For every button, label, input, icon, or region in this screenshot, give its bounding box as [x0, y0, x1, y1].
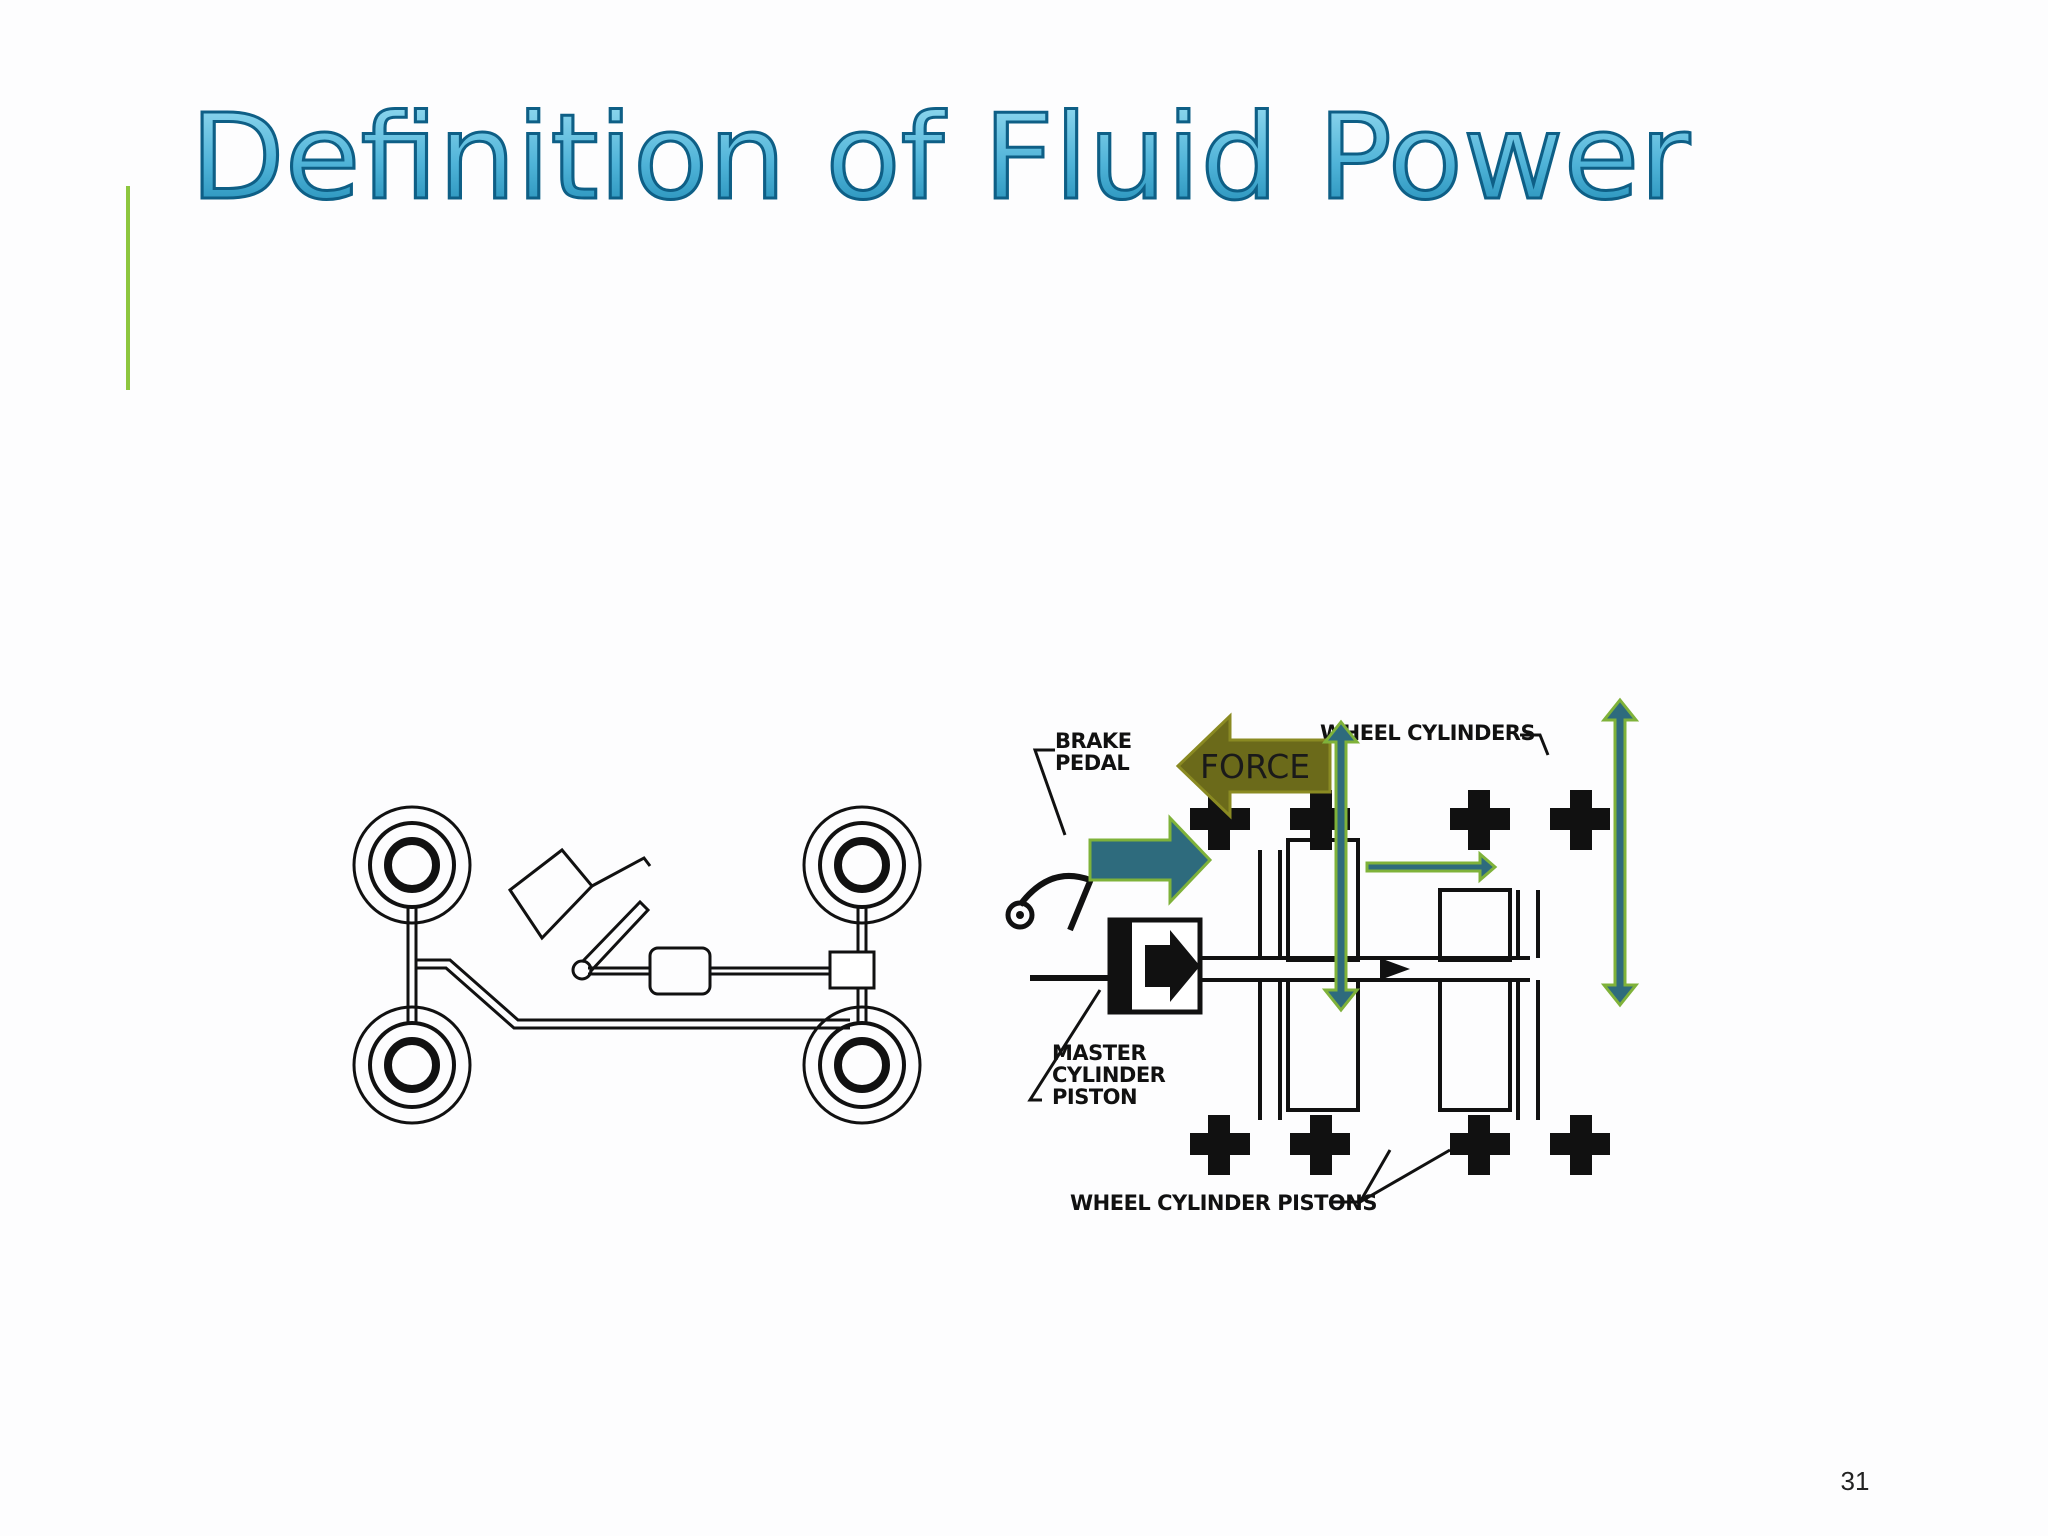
label-master-3: PISTON	[1052, 1085, 1137, 1109]
wheel-icon	[352, 805, 472, 925]
slide-title-graphic: Definition of Fluid Power	[189, 87, 1692, 228]
brake-system-diagram: BRAKE PEDAL WHEEL CYLINDERS MASTER CYLIN…	[330, 690, 1670, 1250]
vertical-flow-arrow-right	[1600, 697, 1640, 1008]
hydraulic-schematic: BRAKE PEDAL WHEEL CYLINDERS MASTER CYLIN…	[1005, 697, 1640, 1215]
wheel-cylinder-icon	[1450, 790, 1610, 850]
accent-bar	[126, 186, 130, 390]
brake-system-svg: BRAKE PEDAL WHEEL CYLINDERS MASTER CYLIN…	[352, 697, 1640, 1215]
force-arrow: FORCE	[1175, 712, 1332, 820]
title-block: Definition of Fluid Power	[189, 80, 1710, 230]
wheel-icon	[352, 1005, 472, 1125]
label-master-1: MASTER	[1052, 1041, 1146, 1065]
horizontal-flow-arrow	[1365, 850, 1498, 884]
label-brake-pedal-2: PEDAL	[1055, 751, 1129, 775]
pedal-push-arrow	[1088, 814, 1213, 906]
vertical-flow-arrow-left	[1321, 719, 1361, 1013]
wheel-icon	[802, 805, 922, 925]
slide-title: Definition of Fluid Power	[190, 88, 1690, 226]
force-label: FORCE	[1200, 747, 1310, 786]
brake-pedal-icon	[507, 847, 595, 941]
wheel-cylinder-icon	[1190, 1115, 1350, 1175]
master-cylinder-icon	[648, 946, 712, 996]
label-wheel-cylinder-pistons: WHEEL CYLINDER PISTONS	[1070, 1191, 1377, 1215]
wheel-cylinder-icon	[1450, 1115, 1610, 1175]
car-brake-layout	[352, 805, 922, 1125]
wheel-icon	[802, 1005, 922, 1125]
label-brake-pedal-1: BRAKE	[1055, 729, 1132, 753]
flow-arrows	[1088, 697, 1640, 1013]
page-number: 31	[1840, 1466, 1870, 1496]
label-master-2: CYLINDER	[1052, 1063, 1166, 1087]
